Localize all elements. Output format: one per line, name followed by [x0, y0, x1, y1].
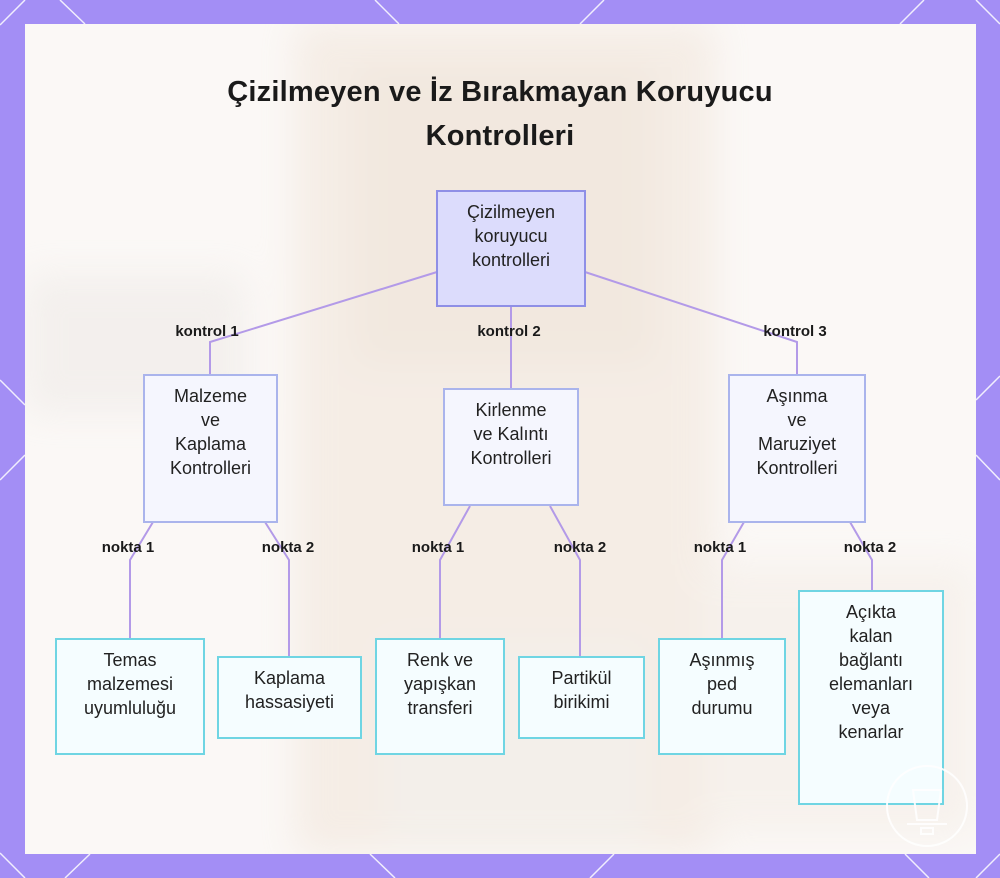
background-photo-wash	[25, 24, 976, 854]
leaf-node-asinmis: Aşınmış ped durumu	[658, 638, 786, 755]
leaf-node-partikul: Partikül birikimi	[518, 656, 645, 739]
group-line: Maruziyet	[757, 434, 836, 454]
group-node-1: Malzeme ve Kaplama Kontrolleri	[143, 374, 278, 523]
leaf-line: Kaplama	[253, 668, 326, 688]
group-line: Kirlenme	[475, 400, 547, 420]
group-line: ve Kalıntı	[473, 424, 549, 444]
leaf-line: hassasiyeti	[244, 692, 335, 712]
leaf-line: Açıkta	[845, 602, 896, 622]
group-line: Aşınma	[766, 386, 828, 406]
root-line: kontrolleri	[471, 250, 551, 270]
edge-group-1-leaf-2	[264, 521, 290, 656]
edge-label-g2-nokta-1: nokta 1	[411, 539, 465, 556]
edge-label-kontrol-2: kontrol 2	[477, 323, 541, 340]
leaf-line: kalan	[849, 626, 893, 646]
leaf-line: Partikül	[551, 668, 612, 688]
title-line-1: Çizilmeyen ve İz Bırakmayan Koruyucu	[227, 76, 773, 108]
group-line: ve	[787, 410, 807, 430]
title-line-2: Kontrolleri	[425, 120, 575, 152]
leaf-line: kenarlar	[838, 722, 904, 742]
leaf-line: durumu	[691, 698, 753, 718]
group-line: Kontrolleri	[169, 458, 252, 478]
group-node-3: Aşınma ve Maruziyet Kontrolleri	[728, 374, 866, 523]
edge-root-group-1	[209, 271, 438, 374]
edge-root-group-3	[584, 271, 798, 374]
edge-label-g1-nokta-1: nokta 1	[101, 539, 155, 556]
edge-label-g3-nokta-2: nokta 2	[843, 539, 897, 556]
leaf-line: transferi	[407, 698, 473, 718]
leaf-line: ped	[706, 674, 738, 694]
edge-label-kontrol-1: kontrol 1	[175, 323, 239, 340]
leaf-line: Renk ve	[406, 650, 474, 670]
leaf-line: Aşınmış	[689, 650, 755, 670]
leaf-line: Temas	[103, 650, 157, 670]
leaf-line: malzemesi	[86, 674, 174, 694]
edge-group-2-leaf-1	[439, 505, 471, 638]
leaf-line: birikimi	[553, 692, 610, 712]
root-node: Çizilmeyen koruyucu kontrolleri	[436, 190, 586, 307]
edge-group-3-leaf-1	[721, 521, 745, 638]
group-line: Kaplama	[174, 434, 247, 454]
leaf-line: elemanları	[828, 674, 914, 694]
group-node-2: Kirlenme ve Kalıntı Kontrolleri	[443, 388, 579, 506]
edge-label-g3-nokta-1: nokta 1	[693, 539, 747, 556]
edge-label-g2-nokta-2: nokta 2	[553, 539, 607, 556]
group-line: Kontrolleri	[756, 458, 838, 478]
edge-group-3-leaf-2	[849, 521, 873, 590]
edge-label-g1-nokta-2: nokta 2	[261, 539, 315, 556]
leaf-line: yapışkan	[403, 674, 477, 694]
root-line: koruyucu	[474, 226, 548, 246]
leaf-node-kaplama: Kaplama hassasiyeti	[217, 656, 362, 739]
group-line: Malzeme	[173, 386, 247, 406]
leaf-node-acikta: Açıkta kalan bağlantı elemanları veya ke…	[798, 590, 944, 805]
group-line: ve	[200, 410, 220, 430]
leaf-line: bağlantı	[838, 650, 904, 670]
edge-group-1-leaf-1	[129, 521, 154, 638]
logo-watermark-icon	[886, 765, 968, 847]
leaf-node-renk: Renk ve yapışkan transferi	[375, 638, 505, 755]
group-line: Kontrolleri	[470, 448, 552, 468]
leaf-line: veya	[851, 698, 890, 718]
leaf-line: uyumluluğu	[83, 698, 177, 718]
leaf-node-temas: Temas malzemesi uyumluluğu	[55, 638, 205, 755]
diagram-title: Çizilmeyen ve İz Bırakmayan Koruyucu Kon…	[0, 70, 1000, 158]
edge-group-2-leaf-2	[549, 505, 581, 656]
edge-label-kontrol-3: kontrol 3	[763, 323, 827, 340]
root-line: Çizilmeyen	[466, 202, 556, 222]
